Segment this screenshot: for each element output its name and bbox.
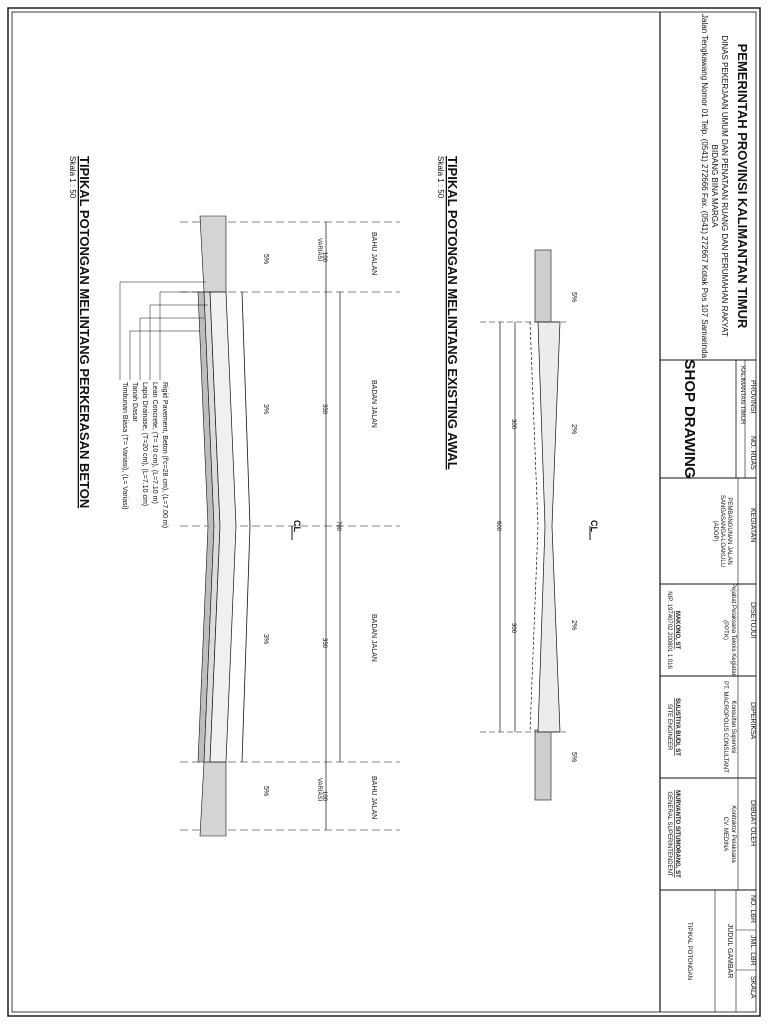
kegiatan-value-1: PEMBANGUNAN JALAN [726,497,732,564]
existing-slope-left: 5% [570,292,577,302]
jml-lbr-label: JML. LBR [749,935,756,966]
beton-surface-line [241,291,251,763]
beton-dim-badan-left: 350 [321,404,327,415]
existing-subgrade-line [529,321,539,733]
drawing-type: SHOP DRAWING [681,360,698,479]
existing-pavement-body [537,321,561,733]
beton-legend-leaders [119,281,214,380]
kegiatan-value-2: SANGASANGA-LOAKULU [719,495,725,567]
dibuat-role-1: Kontraktor Pelaksana [730,805,736,863]
beton-legend-item-2: Lean Concrete, (T= 10 cm), (L=7.10 m) [151,382,158,504]
existing-scale: Skala 1 : 50 [436,156,445,199]
beton-dim-total: 700 [335,521,341,532]
agency-name: PEMERINTAH PROVINSI KALIMANTAN TIMUR [735,44,750,329]
dibuat-title: GENERAL SUPERINTENDENT [666,791,672,876]
diperiksa-title: SITE ENGINEER [666,704,672,751]
provinsi-label: PROVINSI [749,380,756,414]
beton-title: TIPIKAL POTONGAN MELINTANG PERKERASAN BE… [77,156,92,508]
existing-left-embankment [534,249,552,323]
disetujui-name: MAKONO, ST [674,611,680,650]
diperiksa-name: SULISTIYA BUDI, ST [674,698,680,756]
beton-bahu-right: BAHU JALAN [370,776,377,819]
beton-legend-item-4: Tanah Dasar [131,382,138,422]
disetujui-role-2: (PPTK) [722,620,728,640]
beton-badan-right: BADAN JALAN [370,614,377,662]
existing-dim-half-left: 300 [510,419,516,430]
agency-address: Jalan Tengkawang Nomor 01 Telp. (0541) 2… [700,14,709,358]
beton-variasi-right: VARIASI [316,778,322,802]
existing-right-embankment [534,729,552,801]
diperiksa-role-1: Konsultan Supervisi [730,700,736,753]
existing-slope-inner-right: 2% [570,620,577,630]
disetujui-role-1: Pejabat Pelaksana Teknis Kegiatan [730,583,736,677]
existing-dim-half-right: 300 [510,623,516,634]
judul-label: JUDUL GAMBAR [726,924,733,979]
no-lbr-label: NO. LBR [749,895,756,923]
disetujui-nip: NIP. 19740702 200801 1 016 [666,591,672,669]
section-beton: TIPIKAL POTONGAN MELINTANG PERKERASAN BE… [68,156,400,837]
existing-dim-total: 600 [495,521,501,532]
existing-slope-inner-left: 2% [570,424,577,434]
provinsi-value: KALIMANTAN TIMUR [739,366,745,425]
diperiksa-label: DIPERIKSA [749,702,756,740]
agency-field: BIDANG BINA MARGA [710,145,719,228]
dibuat-role-2: CV. MEDINA [722,817,728,851]
judul-value: TIPIKAL POTONGAN [686,922,692,980]
beton-dim-badan-right: 350 [321,638,327,649]
beton-legend-item-3: Lapis Drainase, (T=20 cm), (L=7.10 cm) [141,382,148,506]
existing-title: TIPIKAL POTONGAN MELINTANG EXISTING AWAL [445,156,460,470]
title-block: PEMERINTAH PROVINSI KALIMANTAN TIMUR DIN… [659,12,756,1012]
beton-slope-bahu-left: 5% [262,254,269,264]
inner-frame [11,11,757,1013]
skala-label: SKALA [749,976,756,999]
beton-shoulder-left [199,215,227,293]
beton-slope-badan-left: 3% [262,404,269,414]
outer-frame [7,7,761,1017]
agency-dept: DINAS PEKERJAAN UMUM DAN PENATAAN RUANG … [720,35,729,336]
beton-badan-left: BADAN JALAN [370,380,377,428]
existing-slope-right: 5% [570,752,577,762]
beton-variasi-left: VARIASI [316,238,322,262]
dibuat-name: MURVANTO SITUMORANG, ST [674,790,680,878]
beton-legend-item-5: Timbunan Biasa (T= Variasi), (L= Variasi… [121,382,128,509]
beton-shoulder-right [199,761,227,837]
beton-bahu-left: BAHU JALAN [370,232,377,275]
beton-dim-bahu-left: 100 [321,252,327,263]
disetujui-label: DISETUJUI [749,602,756,638]
kegiatan-value-3: (ADOP) [712,521,718,542]
beton-scale: Skala 1 : 50 [68,156,77,199]
diperiksa-role-2: PT. MACROPOLIS CONSULTANT [722,681,728,773]
section-existing: TIPIKAL POTONGAN MELINTANG EXISTING AWAL… [436,156,599,801]
kegiatan-label: KEGIATAN [749,508,756,542]
beton-slope-badan-right: 3% [262,634,269,644]
no-ruas-label: NO. RUAS [749,436,756,470]
beton-dim-bahu-right: 100 [321,791,327,802]
beton-legend-item-1: Rigid Pavement, Beton (f'c=28 cm), (L=7.… [161,382,168,528]
beton-centerline: CL [292,520,302,532]
existing-centerline: CL [589,520,599,532]
dibuat-label: DIBUAT OLEH [749,800,756,846]
beton-slope-bahu-right: 5% [262,786,269,796]
